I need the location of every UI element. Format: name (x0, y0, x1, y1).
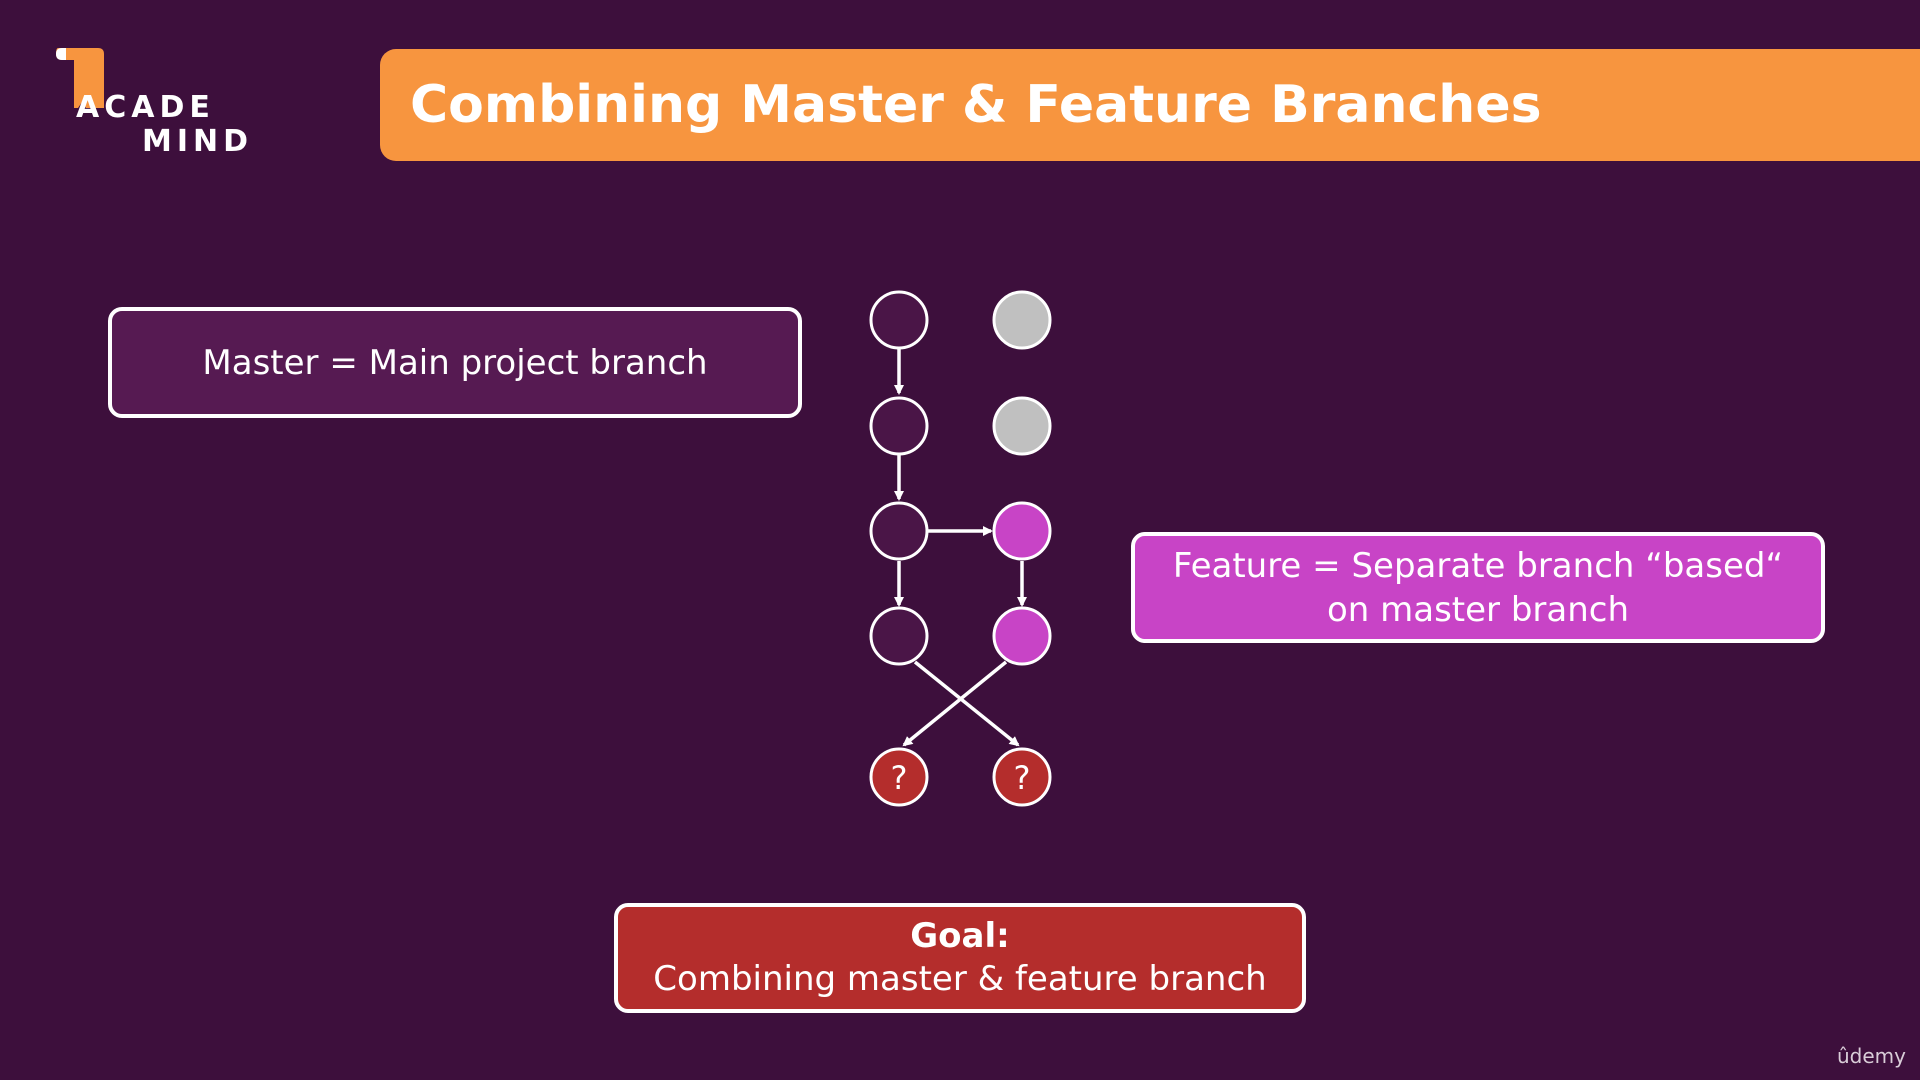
inactive-commit-2 (992, 396, 1052, 456)
inactive-commit-1 (992, 290, 1052, 350)
udemy-watermark: ûdemy (1837, 1044, 1906, 1068)
title-bar: Combining Master & Feature Branches (380, 49, 1920, 161)
goal-heading: Goal: (910, 916, 1010, 956)
feature-commit-2 (992, 606, 1052, 666)
master-commit-2 (869, 396, 929, 456)
cross-arrow-master-to-right (913, 660, 1020, 747)
feature-branch-text: Feature = Separate branch “based“ on mas… (1172, 545, 1784, 630)
master-commit-1 (869, 290, 929, 350)
cross-arrow-feature-to-left (902, 660, 1008, 747)
goal-text: Combining master & feature branch (653, 959, 1267, 999)
goal-box: Goal: Combining master & feature branch (614, 903, 1306, 1013)
result-commit-right-label: ? (1014, 759, 1031, 797)
result-commit-left (869, 747, 929, 807)
feature-commit-1 (992, 501, 1052, 561)
master-commit-3 (869, 501, 929, 561)
master-commit-4 (869, 606, 929, 666)
result-commit-left-label: ? (891, 759, 908, 797)
academind-logo-icon (56, 48, 104, 108)
academind-logo: ACADE MIND (52, 44, 252, 164)
logo-text-acade: ACADE (76, 90, 215, 125)
master-branch-box: Master = Main project branch (108, 307, 802, 418)
feature-branch-box: Feature = Separate branch “based“ on mas… (1131, 532, 1825, 643)
logo-text-mind: MIND (142, 124, 254, 159)
result-commit-right (992, 747, 1052, 807)
master-branch-text: Master = Main project branch (202, 342, 708, 383)
slide-title: Combining Master & Feature Branches (410, 75, 1542, 135)
